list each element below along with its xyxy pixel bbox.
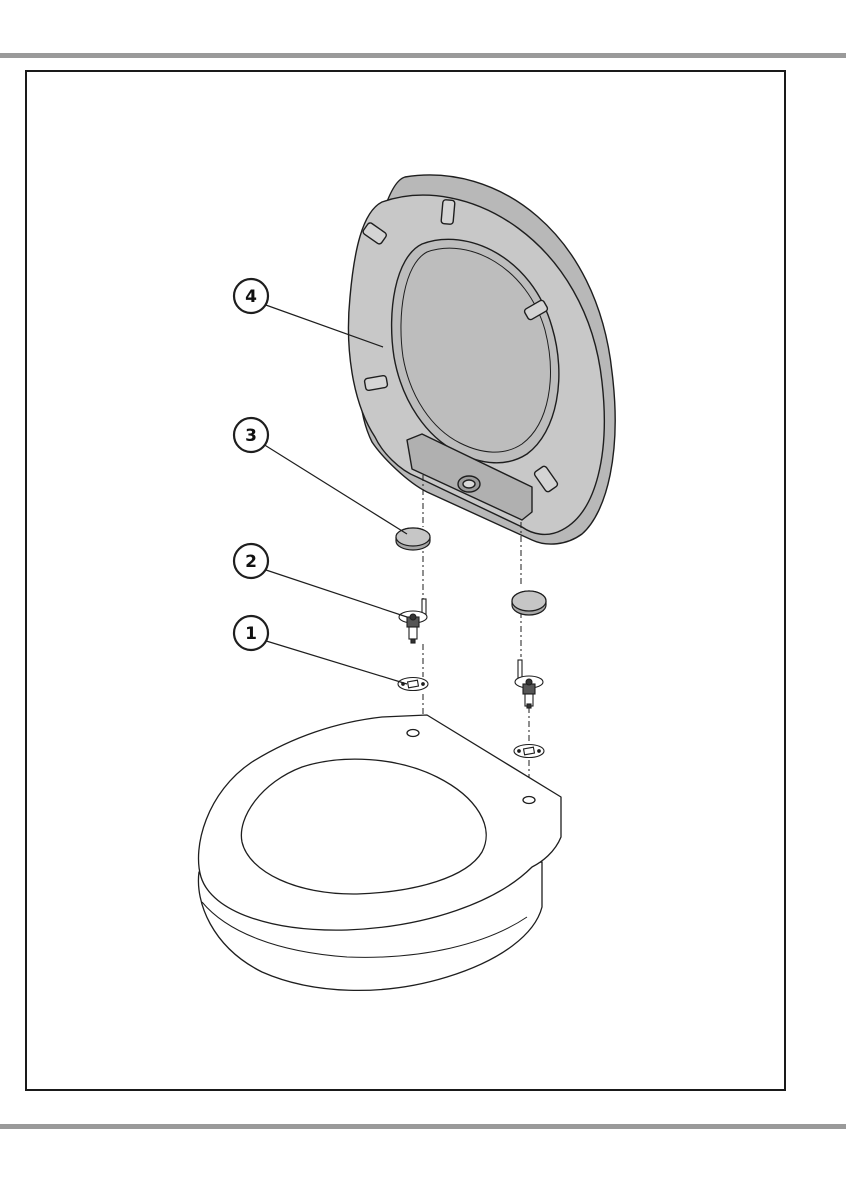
callout-1-label: 1 [245, 624, 257, 644]
callout-2-label: 2 [245, 552, 257, 572]
figure-frame: 4 3 2 1 [25, 70, 786, 1091]
footer-rule [0, 1124, 846, 1129]
toilet-bowl [198, 715, 561, 990]
callout-2: 2 [234, 544, 268, 578]
washer-left [398, 678, 428, 691]
mount-hole-right [523, 797, 535, 804]
callout-4: 4 [234, 279, 268, 313]
callout-4-label: 4 [245, 287, 257, 307]
seat-assembly [348, 175, 615, 544]
hinge-pin-right [515, 660, 543, 708]
bumper-top [441, 200, 455, 225]
cover-caps [396, 528, 546, 615]
callout-3: 3 [234, 418, 268, 452]
washer-right [514, 745, 544, 758]
header-rule [0, 53, 846, 58]
callout-3-label: 3 [245, 426, 257, 446]
mount-hole-left [407, 730, 419, 737]
hinge-pin-left [399, 599, 427, 643]
toilet-seat-exploded-diagram: 4 3 2 1 [27, 72, 784, 1089]
callout-1: 1 [234, 616, 268, 650]
